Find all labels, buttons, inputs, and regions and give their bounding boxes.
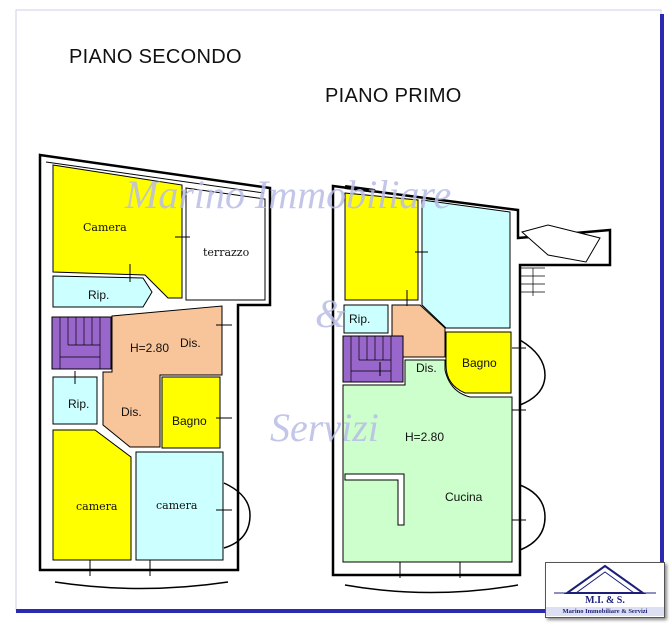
- title-piano-primo: PIANO PRIMO: [325, 85, 462, 107]
- primo-label-bagno: Bagno: [462, 356, 497, 370]
- secondo-room-camera-right: [135, 451, 224, 561]
- plan-piano-secondo: Camera terrazzo Rip. H=2.80 Dis. Rip. Di…: [38, 153, 272, 590]
- watermark-line2: &: [315, 291, 346, 336]
- logo-name: M.I. & S.: [585, 595, 625, 606]
- primo-room-rip: [343, 304, 389, 334]
- secondo-label-bagno: Bagno: [172, 414, 207, 428]
- secondo-stairs: [51, 316, 112, 370]
- primo-room-yellow-top: [344, 192, 419, 301]
- secondo-label-camera-top: Camera: [83, 221, 127, 234]
- company-logo: M.I. & S. Marino Immobiliare & Servizi: [545, 562, 665, 618]
- primo-door-marks: [379, 251, 526, 578]
- primo-room-cucina: [342, 359, 513, 563]
- primo-label-rip: Rip.: [349, 312, 370, 326]
- primo-room-bagno: [445, 331, 512, 394]
- logo-subtitle: Marino Immobiliare & Servizi: [546, 607, 664, 616]
- secondo-label-height: H=2.80: [130, 341, 169, 355]
- primo-balcony-lower: [519, 484, 546, 551]
- primo-room-cyan-top: [421, 199, 511, 329]
- secondo-label-rip-bottom: Rip.: [68, 397, 89, 411]
- primo-window-top: [344, 185, 376, 193]
- secondo-label-camera-left: camera: [76, 500, 118, 513]
- secondo-room-camera-left: [52, 429, 132, 561]
- secondo-label-dis-center: Dis.: [121, 405, 142, 419]
- title-piano-secondo: PIANO SECONDO: [69, 46, 242, 68]
- secondo-label-camera-right: camera: [156, 499, 198, 512]
- secondo-inner-wall-line: [45, 161, 265, 194]
- secondo-room-bagno: [161, 376, 221, 449]
- plan-piano-primo: Rip. Dis. Bagno H=2.80 Cucina: [331, 184, 612, 594]
- secondo-room-camera-top: [52, 164, 183, 299]
- primo-external-stair: [520, 224, 601, 296]
- primo-balcony-upper: [519, 339, 546, 406]
- primo-label-height: H=2.80: [405, 430, 444, 444]
- secondo-balcony-right: [223, 482, 251, 549]
- watermark: Marino Immobiliare & Servizi: [124, 172, 451, 450]
- secondo-balcony-bottom: [54, 581, 229, 590]
- secondo-label-terrazzo: terrazzo: [203, 246, 250, 259]
- watermark-line3: Servizi: [270, 405, 379, 450]
- secondo-room-rip-bottom: [52, 376, 98, 425]
- secondo-room-dis: [102, 305, 223, 448]
- secondo-stairs-treads: [59, 317, 101, 369]
- primo-label-cucina: Cucina: [445, 490, 483, 504]
- primo-balcony-bottom: [344, 584, 519, 594]
- primo-label-dis: Dis.: [416, 361, 437, 375]
- secondo-label-rip-top: Rip.: [88, 288, 109, 302]
- primo-stairs: [342, 335, 404, 383]
- primo-stairs-treads: [350, 336, 392, 382]
- logo-roof-icon: [554, 564, 656, 594]
- primo-kitchen-partition: [344, 473, 405, 526]
- secondo-room-rip-top: [52, 275, 153, 308]
- watermark-line1: Marino Immobiliare: [124, 172, 451, 217]
- secondo-label-dis-right: Dis.: [180, 336, 201, 350]
- secondo-room-terrazzo: [185, 187, 266, 301]
- secondo-door-marks: [74, 236, 232, 576]
